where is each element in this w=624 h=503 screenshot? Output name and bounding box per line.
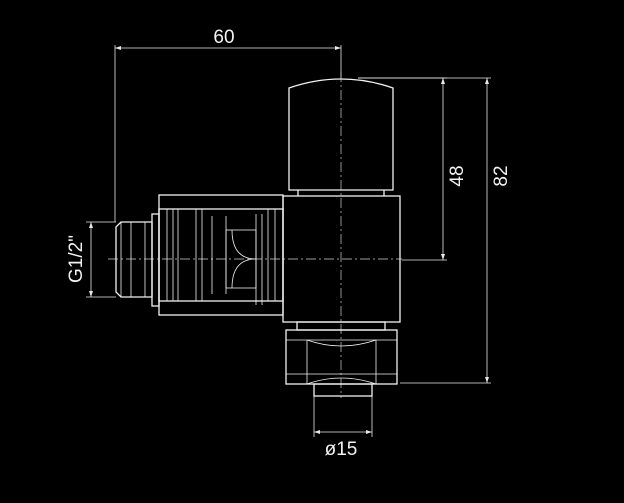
dimension-60: 60	[114, 27, 342, 222]
handle-cap	[288, 78, 394, 196]
dimension-60-label: 60	[213, 27, 234, 48]
dimension-diameter: ø15	[313, 395, 373, 460]
outlet-tail	[313, 383, 373, 397]
dimension-82-label: 82	[491, 165, 512, 186]
outlet-nut	[285, 321, 398, 385]
dimension-thread: G1/2"	[66, 221, 116, 298]
thread-tail	[115, 213, 160, 307]
dimension-48-label: 48	[447, 165, 468, 186]
dimension-thread-label: G1/2"	[66, 235, 87, 283]
dimension-82: 82	[358, 77, 512, 384]
dimension-diameter-label: ø15	[325, 439, 358, 460]
dimension-48: 48	[358, 77, 468, 261]
inlet-nut-assembly	[158, 194, 284, 316]
